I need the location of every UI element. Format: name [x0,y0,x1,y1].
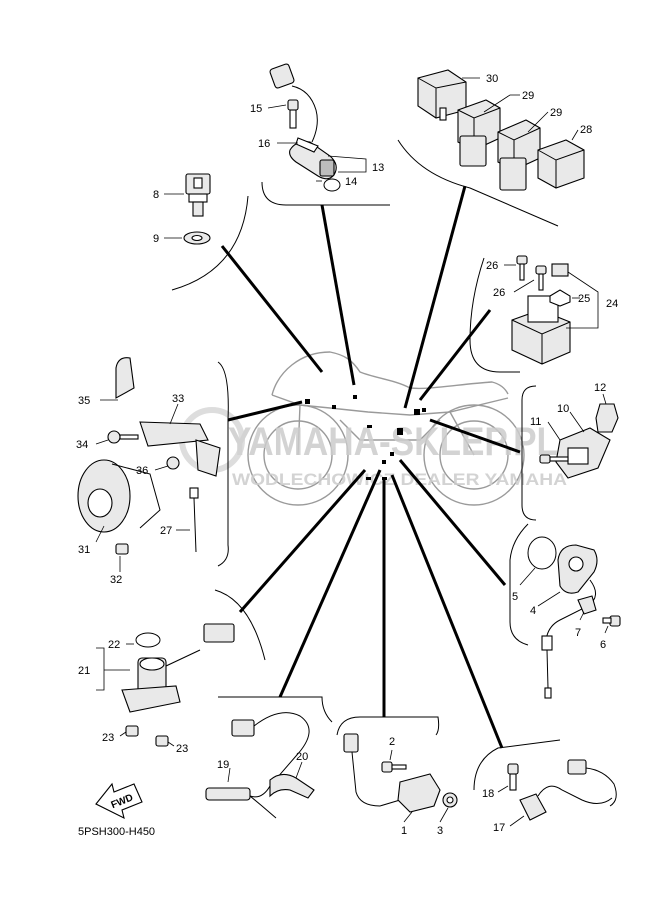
callout-26a: 26 [486,260,498,272]
regulator-24-icon[interactable] [511,295,571,365]
callout-16: 16 [258,138,270,150]
callout-34: 34 [76,439,88,451]
callout-1: 1 [401,825,407,837]
gasket-16-icon[interactable] [295,137,319,153]
horn-31-icon[interactable] [77,459,161,533]
bolt-26-top-icon[interactable] [516,255,528,281]
solenoid-21-icon[interactable] [121,623,235,713]
callout-18: 18 [482,788,494,800]
callout-26b: 26 [493,287,505,299]
washer-9-icon[interactable] [183,231,211,245]
bolt-32-icon[interactable] [115,543,129,555]
sensor-4-icon[interactable] [541,544,598,699]
screw-11-icon[interactable] [539,454,569,464]
tie-27-icon[interactable] [189,487,199,553]
callout-31: 31 [78,544,90,556]
callout-9: 9 [153,233,159,245]
callout-14: 14 [345,176,357,188]
callout-32: 32 [110,574,122,586]
screw-6-icon[interactable] [602,615,621,627]
callout-19: 19 [217,759,229,771]
bolt-34-icon[interactable] [107,430,139,444]
callout-21: 21 [78,665,90,677]
leader-lines [220,185,521,749]
clamp-7-icon[interactable] [577,595,597,615]
callout-10: 10 [557,403,569,415]
relay-28-icon[interactable] [537,139,585,189]
o2-sensor-19-icon[interactable] [205,712,310,819]
watermark-tagline: WODLECHOWICZ DEALER YAMAHA [232,470,567,489]
relay-29-left-icon[interactable] [457,99,501,167]
callout-11: 11 [530,416,541,428]
callout-22: 22 [108,639,120,651]
o-ring-22-icon[interactable] [135,632,161,648]
callout-15: 15 [250,103,262,115]
group-brackets [171,139,561,791]
callouts: 1 2 3 4 5 6 7 8 9 10 11 12 13 14 15 16 1… [76,73,618,837]
o-ring-14-icon[interactable] [323,178,341,192]
callout-12: 12 [594,382,606,394]
callout-3: 3 [437,825,443,837]
motorcycle-outline [247,351,525,506]
callout-28: 28 [580,124,592,136]
bolt-15-icon[interactable] [287,99,299,129]
clamp-20-icon[interactable] [269,773,315,799]
cam-sensor-13-icon[interactable] [269,63,337,180]
o-ring-5-icon[interactable] [527,536,557,570]
callout-35: 35 [78,395,90,407]
bolt-2-icon[interactable] [381,761,407,773]
bracket-33-icon[interactable] [139,421,221,477]
fwd-arrow-icon: FWD [95,782,143,820]
callout-36: 36 [136,465,148,477]
watermark-brand: YAMAHA-SKLEP.PL [228,420,558,464]
callout-7: 7 [575,627,581,639]
switch-10-icon[interactable] [555,427,611,479]
relay-29-right-icon[interactable] [497,119,541,191]
callout-5: 5 [512,591,518,603]
callout-23a: 23 [102,732,114,744]
callout-29b: 29 [550,107,562,119]
callout-6: 6 [600,639,606,651]
callout-29a: 29 [522,90,534,102]
sensor-1-icon[interactable] [343,733,441,813]
callout-20: 20 [296,751,308,763]
nut-3-icon[interactable] [442,792,458,808]
callout-24: 24 [606,298,618,310]
bolt-18-icon[interactable] [507,763,519,791]
terminal-25-icon[interactable] [549,263,571,307]
clip-35-icon[interactable] [115,357,135,399]
callout-4: 4 [530,605,536,617]
cover-12-icon[interactable] [595,403,619,433]
callout-30: 30 [486,73,498,85]
callout-27: 27 [160,525,172,537]
bolt-26-mid-icon[interactable] [535,265,547,291]
callout-23b: 23 [176,743,188,755]
bolt-36-icon[interactable] [166,456,180,470]
bolt-23-right-icon[interactable] [155,735,169,747]
callout-17: 17 [493,822,505,834]
bolt-23-left-icon[interactable] [125,725,139,737]
sensor-17-icon[interactable] [519,759,617,821]
callout-2: 2 [389,736,395,748]
watermark: YAMAHA-SKLEP.PL WODLECHOWICZ DEALER YAMA… [179,407,567,489]
sensor-8-icon[interactable] [185,173,211,217]
callout-33: 33 [172,393,184,405]
callout-13: 13 [372,162,384,174]
callout-25: 25 [578,293,590,305]
callout-8: 8 [153,189,159,201]
diagram-code: 5PSH300-H450 [78,826,155,838]
